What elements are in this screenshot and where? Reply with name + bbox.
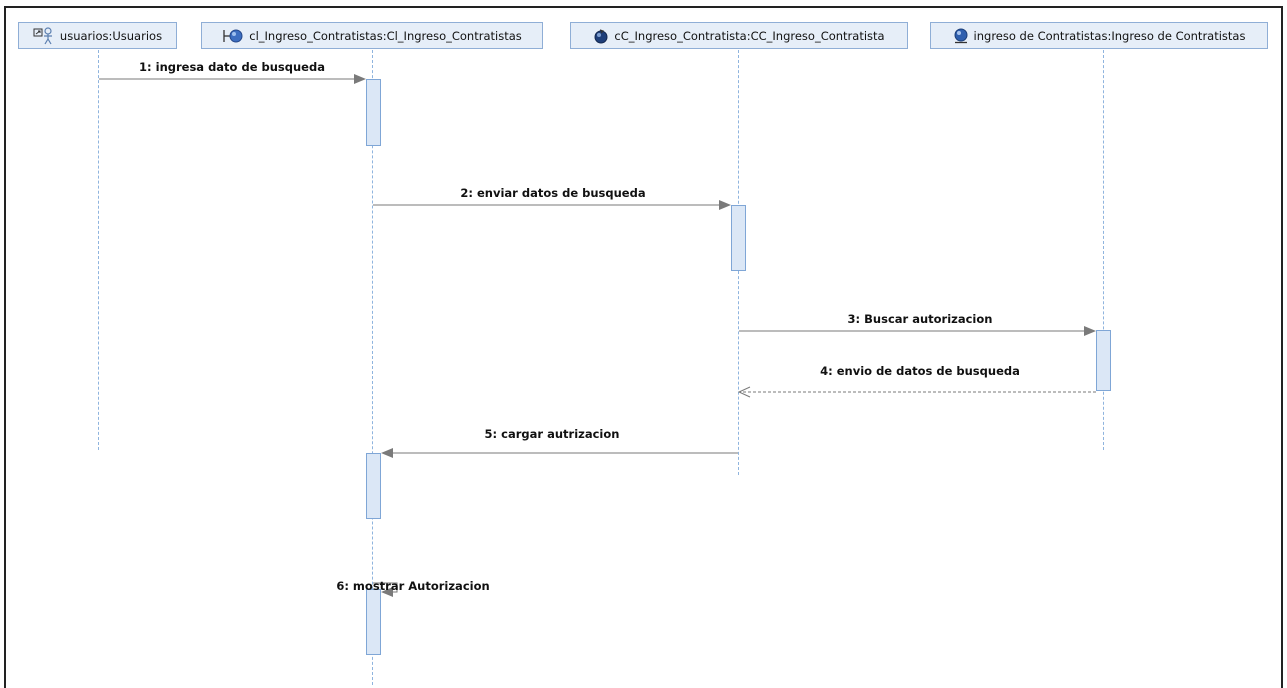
message-label: 2: enviar datos de busqueda (460, 186, 646, 200)
lifeline-usuarios (98, 50, 99, 450)
lifeline-ing (1103, 50, 1104, 450)
entity-icon (953, 28, 969, 44)
lifeline-label: ingreso de Contratistas:Ingreso de Contr… (973, 28, 1246, 43)
message-1-arrowhead (354, 74, 366, 84)
message-3-arrowhead (1084, 326, 1096, 336)
message-label: 3: Buscar autorizacion (847, 312, 993, 326)
diagram-frame (4, 6, 1283, 688)
lifeline-head-usuarios[interactable]: usuarios:Usuarios (18, 22, 177, 49)
boundary-icon (222, 28, 244, 44)
message-4-arrowhead (737, 386, 751, 398)
message-label: 4: envio de datos de busqueda (820, 364, 1020, 378)
message-5-arrowhead (381, 448, 393, 458)
activation-bar[interactable] (366, 453, 381, 519)
activation-bar[interactable] (366, 589, 381, 655)
message-label: 1: ingresa dato de busqueda (139, 60, 325, 74)
message-2-arrowhead (719, 200, 731, 210)
actor-icon (33, 26, 55, 45)
message-6-arrowhead (381, 587, 393, 597)
lifeline-label: usuarios:Usuarios (59, 28, 163, 43)
lifeline-head-cc[interactable]: cC_Ingreso_Contratista:CC_Ingreso_Contra… (570, 22, 908, 49)
message-label: 6: mostrar Autorizacion (336, 579, 490, 593)
lifeline-label: cC_Ingreso_Contratista:CC_Ingreso_Contra… (614, 28, 885, 43)
lifeline-cl (372, 50, 373, 685)
activation-bar[interactable] (1096, 330, 1111, 391)
lifeline-label: cl_Ingreso_Contratistas:Cl_Ingreso_Contr… (249, 28, 522, 43)
activation-bar[interactable] (366, 79, 381, 146)
control-icon (593, 28, 609, 44)
message-label: 5: cargar autrizacion (484, 427, 620, 441)
lifeline-head-ing[interactable]: ingreso de Contratistas:Ingreso de Contr… (930, 22, 1268, 49)
activation-bar[interactable] (731, 205, 746, 271)
lifeline-head-cl[interactable]: cl_Ingreso_Contratistas:Cl_Ingreso_Contr… (201, 22, 543, 49)
